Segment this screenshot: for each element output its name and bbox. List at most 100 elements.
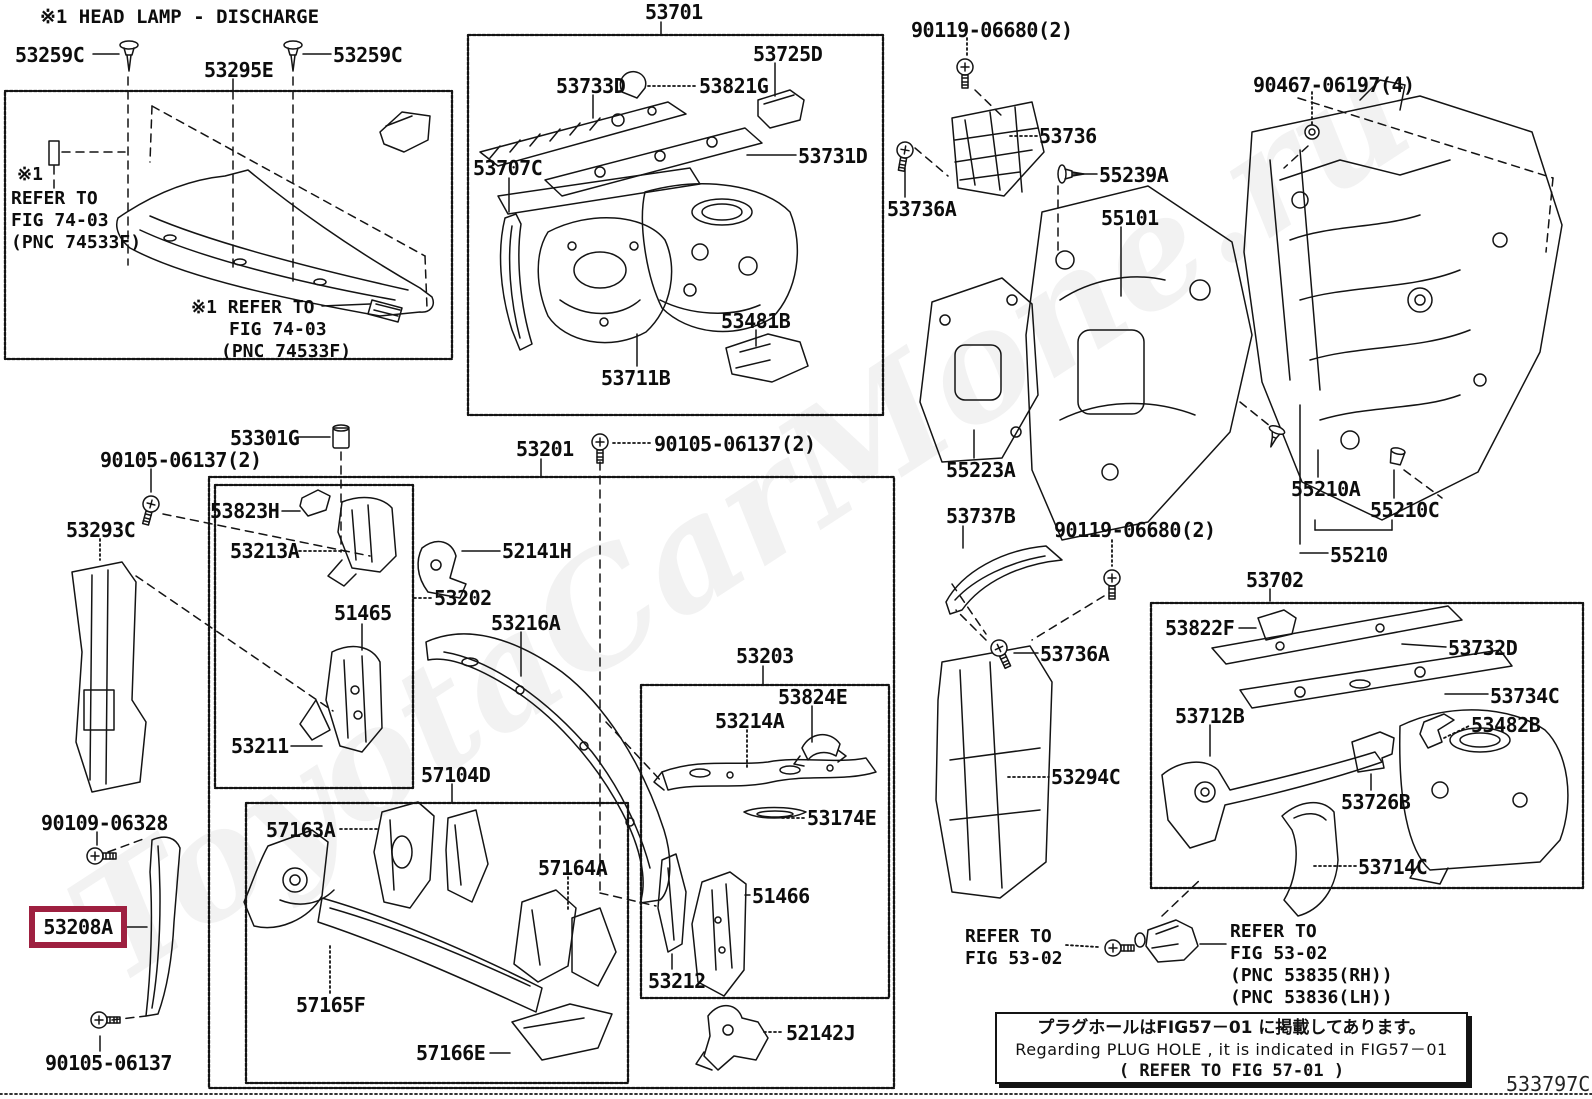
part-label-53737b[interactable]: 53737B (946, 504, 1016, 528)
part-sketch-fig5302 (1134, 919, 1199, 963)
part-label-90105-06137-a[interactable]: 90105-06137(2) (100, 448, 262, 472)
part-label-53259c-left[interactable]: 53259C (15, 43, 85, 67)
part-label-53821g[interactable]: 53821G (699, 74, 769, 98)
dashed-lines (53, 76, 1554, 1021)
clip-icon (283, 40, 303, 72)
part-label-53203[interactable]: 53203 (736, 644, 794, 668)
part-label-90105-06137-c[interactable]: 90105-06137 (45, 1051, 172, 1075)
plug-note-japanese: プラグホールはFIG57－01 に掲載してあります。 (1037, 1018, 1426, 1038)
part-label-53702[interactable]: 53702 (1246, 568, 1304, 592)
part-label-90119-06680-a[interactable]: 90119-06680(2) (911, 18, 1073, 42)
part-label-53726b[interactable]: 53726B (1341, 790, 1411, 814)
part-label-55210[interactable]: 55210 (1330, 543, 1388, 567)
part-label-53293c[interactable]: 53293C (66, 518, 136, 542)
part-label-55239a[interactable]: 55239A (1099, 163, 1169, 187)
ref1-line3: (PNC 74533F) (11, 232, 142, 253)
part-label-57165f[interactable]: 57165F (296, 993, 366, 1017)
ref53-right-line4: (PNC 53836(LH)) (1230, 987, 1393, 1008)
part-label-53822f[interactable]: 53822F (1165, 616, 1235, 640)
part-label-53211[interactable]: 53211 (231, 734, 289, 758)
ref2-line2: FIG 74-03 (229, 319, 327, 340)
ref2-line3: (PNC 74533F) (221, 341, 352, 362)
part-label-53714c[interactable]: 53714C (1358, 855, 1428, 879)
ref2-line1: ※1 REFER TO (191, 297, 315, 318)
part-label-53734c[interactable]: 53734C (1490, 684, 1560, 708)
part-label-53733d[interactable]: 53733D (556, 74, 626, 98)
part-label-55210c[interactable]: 55210C (1370, 498, 1440, 522)
part-label-53707c[interactable]: 53707C (473, 156, 543, 180)
part-label-52142j[interactable]: 52142J (786, 1021, 856, 1045)
part-label-53294c[interactable]: 53294C (1051, 765, 1121, 789)
part-label-57104d[interactable]: 57104D (421, 763, 491, 787)
part-label-55101[interactable]: 55101 (1101, 206, 1159, 230)
part-sketch-53295e (48, 111, 434, 323)
part-label-53732d[interactable]: 53732D (1448, 636, 1518, 660)
bolt-icon (990, 639, 1012, 670)
ref1-mark: ※1 (17, 164, 43, 185)
part-label-90467-06197[interactable]: 90467-06197(4) (1253, 73, 1415, 97)
part-sketch-53701-group (479, 71, 809, 383)
part-label-53259c-right[interactable]: 53259C (333, 43, 403, 67)
bolt-icon (86, 847, 117, 865)
clip-icon (1268, 424, 1286, 448)
part-sketch-53201-group (299, 489, 671, 904)
part-label-53736[interactable]: 53736 (1039, 124, 1097, 148)
part-label-53208a: 53208A (43, 915, 113, 939)
part-label-53201[interactable]: 53201 (516, 437, 574, 461)
part-label-90109-06328[interactable]: 90109-06328 (41, 811, 168, 835)
part-label-53823h[interactable]: 53823H (210, 499, 280, 523)
part-label-51465[interactable]: 51465 (334, 601, 392, 625)
part-label-53202[interactable]: 53202 (434, 586, 492, 610)
part-sketch-57104d-group (243, 801, 617, 1061)
part-label-53711b[interactable]: 53711B (601, 366, 671, 390)
part-label-57163a[interactable]: 57163A (266, 818, 336, 842)
part-label-53481b[interactable]: 53481B (721, 309, 791, 333)
ref53-right-line2: FIG 53-02 (1230, 943, 1328, 964)
part-label-53736a-top[interactable]: 53736A (887, 197, 957, 221)
ref53-left-line1: REFER TO (965, 926, 1052, 947)
part-sketch-left-group (71, 561, 181, 1017)
part-label-90105-06137-b[interactable]: 90105-06137(2) (654, 432, 816, 456)
bolt-icon (90, 1011, 121, 1029)
plug-hole-note-box: プラグホールはFIG57－01 に掲載してあります。 Regarding PLU… (995, 1012, 1468, 1084)
canister-icon (332, 424, 350, 449)
part-label-53824e[interactable]: 53824E (778, 685, 848, 709)
part-sketch-firewall-group (919, 79, 1563, 899)
part-label-53174e[interactable]: 53174E (807, 806, 877, 830)
part-label-55223a[interactable]: 55223A (946, 458, 1016, 482)
part-label-57164a[interactable]: 57164A (538, 856, 608, 880)
part-label-53295e[interactable]: 53295E (204, 58, 274, 82)
bolt-icon (1104, 939, 1135, 957)
part-label-53701[interactable]: 53701 (645, 0, 703, 24)
part-sketch-53702-group (1161, 605, 1569, 917)
plug-note-ref: ( REFER TO FIG 57-01 ) (1118, 1061, 1345, 1081)
bolt-icon (141, 495, 160, 526)
highlighted-part-53208a[interactable]: 53208A (29, 906, 127, 948)
part-label-53725d[interactable]: 53725D (753, 42, 823, 66)
part-sketches (48, 71, 1569, 1071)
part-label-53214a[interactable]: 53214A (715, 709, 785, 733)
clip-icon (119, 40, 139, 72)
part-label-51466[interactable]: 51466 (752, 884, 810, 908)
ref53-right-line3: (PNC 53835(RH)) (1230, 965, 1393, 986)
part-label-53736a-bottom[interactable]: 53736A (1040, 642, 1110, 666)
part-label-55210a[interactable]: 55210A (1291, 477, 1361, 501)
part-label-90119-06680-b[interactable]: 90119-06680(2) (1054, 518, 1216, 542)
part-label-53482b[interactable]: 53482B (1471, 713, 1541, 737)
part-label-53712b[interactable]: 53712B (1175, 704, 1245, 728)
part-sketch-53203-group (653, 734, 877, 1071)
part-label-57166e[interactable]: 57166E (416, 1041, 486, 1065)
part-label-53301g[interactable]: 53301G (230, 426, 300, 450)
bolt-icon (1103, 569, 1121, 600)
clip-icon (1057, 164, 1085, 184)
part-label-53216a[interactable]: 53216A (491, 611, 561, 635)
part-label-53212[interactable]: 53212 (648, 969, 706, 993)
ref1-line2: FIG 74-03 (11, 210, 109, 231)
leader-lines (92, 21, 1489, 1054)
bolt-icon (591, 433, 609, 464)
diagram-code: 533797C (1506, 1072, 1591, 1096)
part-label-52141h[interactable]: 52141H (502, 539, 572, 563)
part-label-53731d[interactable]: 53731D (798, 144, 868, 168)
part-label-53213a[interactable]: 53213A (230, 539, 300, 563)
